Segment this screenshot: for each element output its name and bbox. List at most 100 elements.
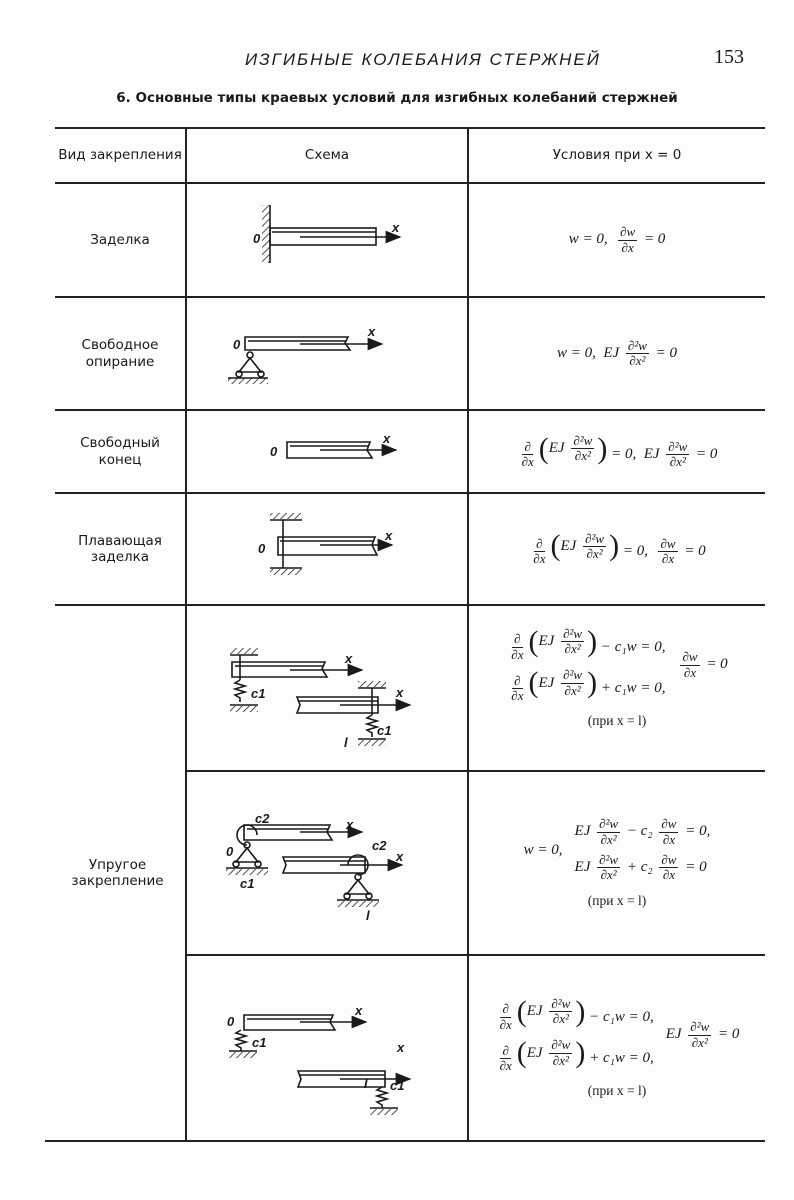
scheme-simply-supported [228,336,384,384]
fraction-numerator: ∂ [522,438,533,455]
formula-text: = 0 [692,445,718,462]
spring-label: c1 [390,1078,404,1093]
boundary-note: (при x = l) [587,713,647,729]
parenthesized-group: (EJ ∂²w∂x²) [517,1036,586,1069]
spring-label: c1 [252,1035,266,1050]
fraction: ∂²w∂x² [597,852,621,883]
fraction-denominator: ∂x [499,1058,512,1074]
fraction-numerator: ∂²w [561,625,585,643]
fraction: ∂²w∂x² [549,995,573,1027]
formula-text: − c₁w = 0, [585,1008,654,1025]
scheme-free-end [286,441,398,459]
subrow-rule [185,954,765,956]
scheme-elastic-spring [229,1014,412,1115]
formula-text: = 0 [681,859,707,876]
axis-label: x [395,685,404,700]
fraction-denominator: ∂x [662,867,676,883]
parenthesized-group: (EJ ∂²w∂x²) [528,624,598,658]
length-label: l [366,908,370,923]
fraction: ∂²w∂x² [597,816,621,847]
fraction-numerator: ∂²w [549,1037,573,1054]
fraction-denominator: ∂x [511,646,524,662]
fraction-denominator: ∂x² [629,353,646,368]
fraction-denominator: ∂x² [600,831,617,847]
formula-row: ∂∂x(EJ ∂²w∂x²) − c₁w = 0,∂∂x(EJ ∂²w∂x²) … [495,994,740,1074]
formula-lines: w = 0, EJ ∂²w∂x² = 0 [556,338,677,369]
axis-label: x [396,1040,405,1055]
condition-clamped: w = 0, ∂w∂x = 0 [469,184,765,296]
fraction-denominator: ∂x² [600,867,617,883]
fraction-denominator: ∂x² [564,682,581,698]
fraction: ∂∂x [498,1043,514,1074]
formula-text: w = 0, EJ [556,344,623,361]
condition-elastic-spring: ∂∂x(EJ ∂²w∂x²) − c₁w = 0,∂∂x(EJ ∂²w∂x²) … [469,956,765,1140]
condition-block: w = 0,EJ ∂²w∂x² − c₂ ∂w∂x = 0,EJ ∂²w∂x² … [524,817,711,908]
scheme-elastic-translational [230,648,412,746]
condition-free-end: ∂∂x(EJ ∂²w∂x²) = 0, EJ ∂²w∂x² = 0 [469,411,765,492]
formula-text: = 0, EJ [607,445,664,462]
right-paren: ) [575,1036,586,1069]
fraction-denominator: ∂x [499,1016,512,1032]
formula-row: w = 0,EJ ∂²w∂x² − c₂ ∂w∂x = 0,EJ ∂²w∂x² … [524,817,711,882]
origin-label: 0 [270,444,278,459]
formula-text: EJ [526,1044,547,1061]
fraction-denominator: ∂x² [691,1034,708,1050]
fraction-denominator: ∂x [621,239,634,255]
fraction: ∂²w∂x² [561,625,585,657]
type-clamped: Заделка [90,231,150,248]
column-divider [185,127,187,1140]
fraction-denominator: ∂x² [552,1052,569,1068]
fraction: ∂∂x [520,438,536,470]
fraction: ∂w∂x [659,852,679,883]
formula-text: EJ [665,1026,686,1043]
formula-row: w = 0, ∂w∂x = 0 [569,224,666,255]
fraction-denominator: ∂x [662,831,676,847]
formula-text: = 0, [619,543,656,560]
axis-label: x [382,431,391,446]
axis-label: x [391,220,400,235]
fraction: ∂w∂x [680,649,700,680]
table-caption: 6. Основные типы краевых условий для изг… [116,90,678,106]
running-title: ИЗГИБНЫЕ КОЛЕБАНИЯ СТЕРЖНЕЙ [245,50,601,69]
length-label: l [364,1076,368,1091]
left-paren: ( [528,624,539,658]
formula-line: ∂∂x(EJ ∂²w∂x²) = 0, EJ ∂²w∂x² = 0 [517,431,718,470]
fraction-denominator: ∂x [661,551,675,567]
origin-label: 0 [258,541,266,556]
spring-label: c1 [240,876,254,891]
axis-label: x [395,849,404,864]
right-paren: ) [597,431,608,465]
left-paren: ( [516,994,527,1028]
origin-label: 0 [227,1014,235,1029]
left-paren: ( [550,529,561,563]
fraction-numerator: ∂w [659,852,679,869]
formula-lines: ∂∂x(EJ ∂²w∂x²) = 0, EJ ∂²w∂x² = 0 [517,431,718,470]
row-rule [55,604,765,606]
fraction-denominator: ∂x² [574,448,591,464]
formula-line: w = 0, EJ ∂²w∂x² = 0 [556,338,677,369]
parenthesized-group: (EJ ∂²w∂x²) [529,667,598,698]
fraction-numerator: ∂²w [549,995,573,1013]
condition-elastic-translational: ∂∂x(EJ ∂²w∂x²) − c₁w = 0,∂∂x(EJ ∂²w∂x²) … [469,606,765,770]
header-conditions: Условия при x = 0 [552,147,682,164]
parenthesized-group: (EJ ∂²w∂x²) [539,431,608,465]
fraction: ∂∂x [531,536,547,567]
formula-text: = 0 [640,231,666,248]
length-label: l [344,735,348,750]
formula-right: EJ ∂²w∂x² = 0 [665,1019,740,1050]
formula-text: EJ [526,1003,547,1020]
fraction: ∂²w∂x² [666,439,690,470]
condition-simply-supported: w = 0, EJ ∂²w∂x² = 0 [469,298,765,409]
scheme-sliding-clamp [270,513,394,575]
fraction-numerator: ∂ [500,1001,511,1018]
rotational-spring-label: c2 [255,811,270,826]
condition-block: w = 0, ∂w∂x = 0 [569,224,666,255]
header-type: Вид закрепления [58,147,182,164]
formula-line: ∂∂x(EJ ∂²w∂x²) + c₁w = 0, [506,667,666,703]
origin-label: 0 [233,337,241,352]
fraction-numerator: ∂²w [688,1019,712,1036]
fraction-numerator: ∂²w [597,816,621,833]
fraction-denominator: ∂x [521,453,534,469]
formula-text: + c₁w = 0, [597,680,666,696]
